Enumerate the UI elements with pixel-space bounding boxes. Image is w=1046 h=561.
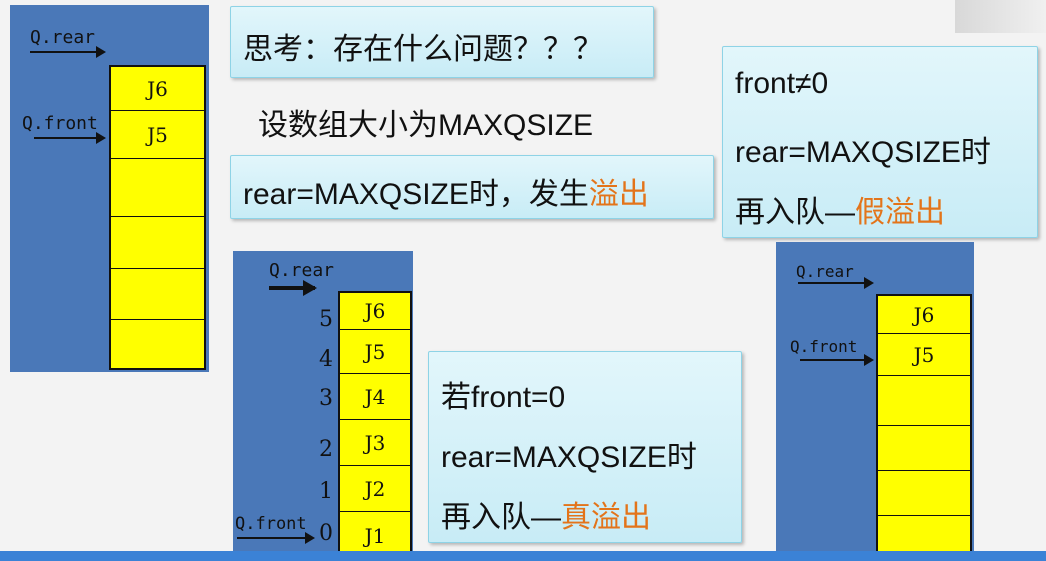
think-question-box: 思考：存在什么问题？？？ — [230, 6, 654, 78]
queue-cell — [878, 471, 970, 516]
queue-cell: J5 — [878, 334, 970, 376]
rear-arrow-icon — [30, 46, 106, 58]
cell-label: J2 — [364, 476, 386, 501]
front-arrow-icon — [237, 532, 315, 544]
presenter-video-thumbnail — [955, 0, 1046, 33]
rear-pointer-label: Q.rear — [269, 260, 335, 281]
overflow-highlight: 溢出 — [588, 178, 649, 211]
queue-cell: J5 — [340, 330, 410, 374]
right-queue-panel: Q.rear Q.front J6 J5 — [776, 242, 974, 561]
front-pointer-label: Q.front — [22, 113, 98, 134]
queue-cell — [878, 376, 970, 426]
rear-arrow-icon — [269, 280, 317, 296]
queue-cell: J6 — [878, 296, 970, 334]
cell-label: J1 — [364, 523, 386, 548]
cell-index: 2 — [319, 437, 333, 462]
cell-label: J5 — [147, 122, 168, 147]
cell-label: J5 — [364, 339, 386, 364]
queue-cell — [111, 269, 204, 320]
overflow-prefix: rear=MAXQSIZE时，发生 — [243, 178, 589, 211]
queue-cell — [111, 159, 204, 217]
rear-pointer-label: Q.rear — [796, 262, 854, 281]
rear-pointer-label: Q.rear — [30, 27, 96, 48]
cell-label: J6 — [364, 299, 386, 323]
queue-cell — [111, 320, 204, 368]
false-overflow-highlight: 假溢出 — [855, 196, 945, 229]
queue-cell: J2 — [340, 466, 410, 512]
queue-cell: J6 — [111, 67, 204, 111]
queue-cell — [111, 217, 204, 269]
middle-queue-panel: Q.rear J6 J5 J4 J3 J2 J1 5 4 3 2 1 0 Q.f… — [233, 251, 413, 561]
front-arrow-icon — [800, 354, 874, 366]
cell-label: J5 — [913, 342, 935, 367]
front-pointer-label: Q.front — [235, 514, 307, 534]
overflow-box: rear=MAXQSIZE时，发生溢出 — [230, 155, 714, 219]
condition-rear-max: rear=MAXQSIZE时 — [441, 441, 697, 474]
true-overflow-result: 再入队—真溢出 — [441, 492, 651, 536]
queue-array: J6 J5 — [109, 65, 206, 370]
cell-index: 0 — [319, 521, 333, 546]
cell-index: 1 — [319, 479, 333, 504]
queue-cell — [878, 426, 970, 471]
cell-label: J3 — [364, 430, 386, 455]
condition-rear-max: rear=MAXQSIZE时 — [735, 136, 991, 169]
false-overflow-box: front≠0 rear=MAXQSIZE时 再入队—假溢出 — [722, 46, 1038, 238]
queue-cell: J6 — [340, 293, 410, 330]
cell-label: J6 — [913, 302, 935, 327]
false-overflow-result: 再入队—假溢出 — [735, 187, 945, 231]
rear-arrow-icon — [798, 277, 874, 289]
true-overflow-box: 若front=0 rear=MAXQSIZE时 再入队—真溢出 — [428, 351, 742, 543]
queue-cell: J3 — [340, 420, 410, 466]
cell-index: 3 — [319, 386, 333, 411]
overflow-text: rear=MAXQSIZE时，发生溢出 — [243, 169, 649, 213]
queue-cell: J1 — [340, 512, 410, 559]
front-arrow-icon — [34, 132, 106, 144]
condition-front-zero: 若front=0 — [441, 381, 566, 414]
cell-label: J6 — [147, 76, 168, 101]
queue-cell: J5 — [111, 111, 204, 159]
result-prefix: 再入队— — [735, 196, 855, 229]
front-pointer-label: Q.front — [790, 337, 858, 356]
condition-front-nonzero: front≠0 — [735, 67, 829, 100]
queue-cell: J4 — [340, 374, 410, 420]
slide-bottom-bar — [0, 551, 1046, 561]
result-prefix: 再入队— — [441, 501, 561, 534]
true-overflow-highlight: 真溢出 — [561, 501, 651, 534]
queue-array: J6 J5 — [876, 294, 972, 561]
cell-index: 5 — [319, 307, 333, 332]
assumption-text: 设数组大小为MAXQSIZE — [258, 109, 594, 142]
cell-index: 4 — [319, 347, 333, 372]
think-question-text: 思考：存在什么问题？？？ — [243, 33, 603, 66]
left-queue-panel: Q.rear Q.front J6 J5 — [10, 5, 209, 372]
cell-label: J4 — [364, 384, 386, 409]
queue-array: J6 J5 J4 J3 J2 J1 — [338, 291, 412, 561]
